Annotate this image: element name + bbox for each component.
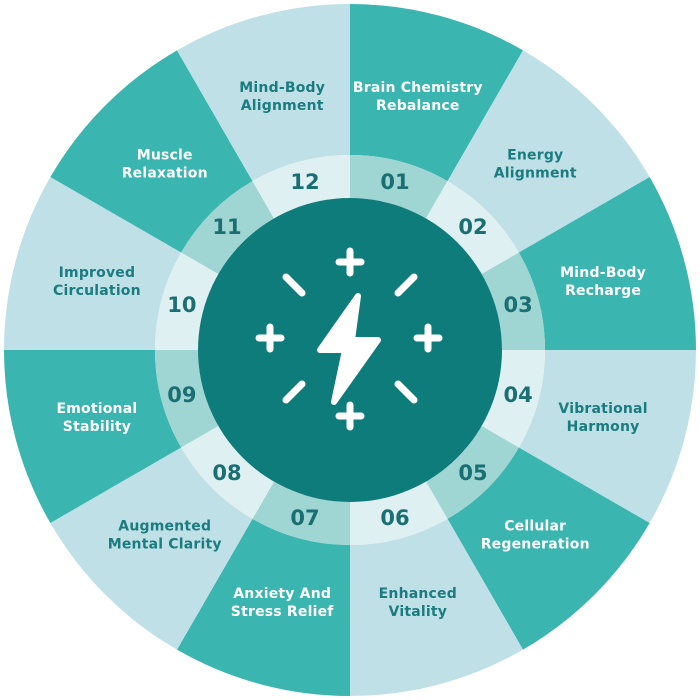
segment-09: [3, 350, 182, 523]
segment-02: [447, 50, 650, 253]
ray-bottom-right-icon: [394, 380, 418, 404]
segment-number-04: 04: [503, 383, 532, 407]
segment-11: [50, 50, 253, 253]
outer-segments: [3, 3, 696, 696]
segment-07: [177, 518, 350, 696]
segment-label-line: Alignment: [494, 166, 577, 182]
segment-label-line: Rebalance: [376, 98, 460, 114]
segment-label-line: Regeneration: [481, 536, 590, 552]
segment-label-line: Stability: [63, 419, 131, 435]
segment-number-05: 05: [458, 461, 487, 485]
segment-label-line: Cellular: [504, 518, 566, 534]
segment-12: [177, 3, 350, 182]
ray-top-right-icon: [394, 273, 418, 297]
bolt-shape: [317, 293, 381, 405]
segment-label-line: Mental Clarity: [108, 536, 222, 552]
ring-segment-09: [155, 350, 219, 448]
ring-segment-05: [426, 426, 519, 519]
segment-numbers: 01 02 03 04 05 06 07 08 09 10 11 12: [167, 170, 532, 530]
segment-label-line: Vitality: [389, 604, 448, 620]
ring-segment-06: [350, 481, 448, 545]
segment-04: [518, 350, 696, 523]
segment-10: [4, 177, 182, 350]
ring-segment-02: [426, 181, 519, 274]
segment-08: [50, 447, 253, 650]
segment-number-03: 03: [503, 293, 532, 317]
segment-number-02: 02: [458, 215, 487, 239]
segment-label-line: Harmony: [567, 419, 640, 435]
segment-label-line: Vibrational: [558, 401, 647, 417]
sparkle-left-icon: [255, 323, 285, 353]
segment-label-line: Augmented: [118, 518, 211, 534]
segment-label-line: Improved: [59, 265, 136, 281]
segment-number-08: 08: [212, 461, 241, 485]
segment-label-line: Energy: [507, 148, 563, 164]
sparkle-bottom-icon: [335, 401, 365, 431]
ring-segment-10: [155, 252, 219, 350]
segment-label-line: Anxiety And: [233, 586, 331, 602]
ring-segment-03: [481, 252, 545, 350]
segment-label-line: Emotional: [56, 401, 137, 417]
segment-label-line: Muscle: [137, 148, 193, 164]
segment-01: [350, 4, 523, 182]
ring-segment-12: [252, 155, 350, 219]
segment-label-line: Mind-Body: [560, 265, 646, 281]
ring-segment-01: [350, 155, 448, 219]
segment-number-11: 11: [212, 215, 241, 239]
segment-label-line: Alignment: [241, 98, 324, 114]
segment-label-line: Relaxation: [122, 166, 208, 182]
ring-segment-04: [481, 350, 545, 448]
ring-segment-11: [181, 181, 274, 274]
sparkle-right-icon: [413, 323, 443, 353]
segment-number-09: 09: [167, 383, 196, 407]
segment-label-line: Mind-Body: [239, 80, 325, 96]
number-ring: [155, 155, 545, 545]
segment-label-line: Stress Relief: [231, 604, 334, 620]
segment-03: [518, 177, 696, 350]
segment-number-06: 06: [380, 506, 409, 530]
segment-label-line: Circulation: [53, 283, 141, 299]
segment-number-07: 07: [290, 506, 319, 530]
segment-number-10: 10: [167, 293, 196, 317]
ring-segment-07: [252, 481, 350, 545]
sparkle-top-icon: [335, 247, 365, 277]
segment-label-line: Recharge: [565, 283, 641, 299]
segment-label-line: Brain Chemistry: [353, 80, 483, 96]
segment-05: [447, 447, 650, 650]
lightning-bolt-icon: [255, 247, 443, 431]
segment-label-line: Enhanced: [379, 586, 457, 602]
segment-number-01: 01: [380, 170, 409, 194]
ray-top-left-icon: [282, 273, 306, 297]
ring-segment-08: [181, 426, 274, 519]
segment-number-12: 12: [290, 170, 319, 194]
segment-06: [350, 518, 523, 696]
ray-bottom-left-icon: [282, 380, 306, 404]
